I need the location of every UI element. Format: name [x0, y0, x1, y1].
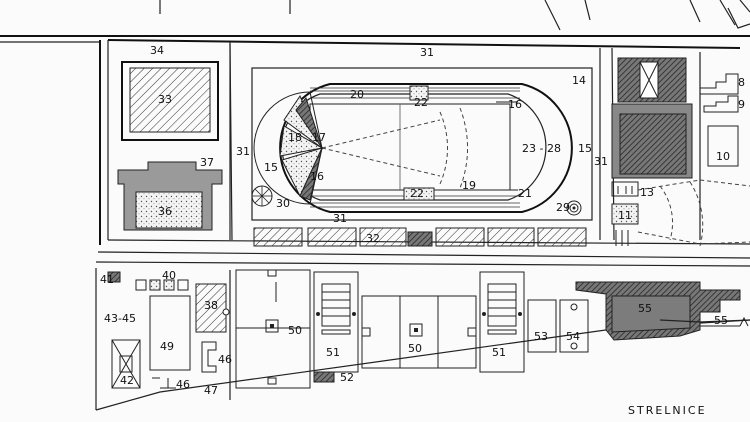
label-19: 19	[462, 179, 476, 192]
label-14: 14	[572, 74, 586, 87]
label-32: 32	[366, 232, 380, 245]
label-33: 33	[158, 93, 172, 106]
label-29: 29	[556, 201, 570, 214]
gate-area: 11 13	[611, 179, 750, 247]
label-18: 18	[288, 131, 302, 144]
label-9: 9	[738, 98, 745, 111]
label-51-left: 51	[326, 346, 340, 359]
label-22-top: 22	[414, 96, 428, 109]
label-36: 36	[158, 205, 172, 218]
label-46-right: 46	[218, 353, 232, 366]
label-37: 37	[200, 156, 214, 169]
label-55-road: 55	[714, 314, 728, 327]
label-16-top: 16	[508, 98, 522, 111]
label-15-right: 15	[578, 142, 592, 155]
label-50-mid: 50	[408, 342, 422, 355]
label-20: 20	[350, 88, 364, 101]
label-40: 40	[162, 269, 176, 282]
label-31-bot: 31	[333, 212, 347, 225]
label-21: 21	[518, 187, 532, 200]
label-23-28: 23 - 28	[522, 142, 561, 155]
label-54: 54	[566, 330, 580, 343]
label-31-left: 31	[236, 145, 250, 158]
label-15-left: 15	[264, 161, 278, 174]
label-17: 17	[312, 131, 326, 144]
label-41: 41	[100, 273, 114, 286]
building-33: 33	[121, 61, 219, 141]
label-43-45: 43-45	[104, 312, 136, 325]
label-53: 53	[534, 330, 548, 343]
label-30: 30	[276, 197, 290, 210]
stadium	[251, 67, 593, 221]
label-46-bot: 46	[176, 378, 190, 391]
label-38: 38	[204, 299, 218, 312]
label-16-bot: 16	[310, 170, 324, 183]
label-10: 10	[716, 150, 730, 163]
stand-strip-32: 32	[253, 227, 587, 247]
label-49: 49	[160, 340, 174, 353]
label-55-building: 55	[638, 302, 652, 315]
label-13: 13	[640, 186, 654, 199]
label-22-bot: 22	[410, 187, 424, 200]
label-11: 11	[618, 209, 632, 222]
label-31-top: 31	[420, 46, 434, 59]
label-34: 34	[150, 44, 164, 57]
label-51-right: 51	[492, 346, 506, 359]
building-right-upper: 10	[611, 57, 739, 179]
top-streets	[0, 0, 750, 43]
label-42: 42	[120, 374, 134, 387]
label-strelnice: STRELNICE	[628, 404, 707, 417]
label-50-left: 50	[288, 324, 302, 337]
label-52: 52	[340, 371, 354, 384]
label-47: 47	[204, 384, 218, 397]
lower-section: 55 55	[95, 268, 750, 411]
building-36: 36	[117, 161, 223, 231]
label-31-right: 31	[594, 155, 608, 168]
label-8: 8	[738, 76, 745, 89]
